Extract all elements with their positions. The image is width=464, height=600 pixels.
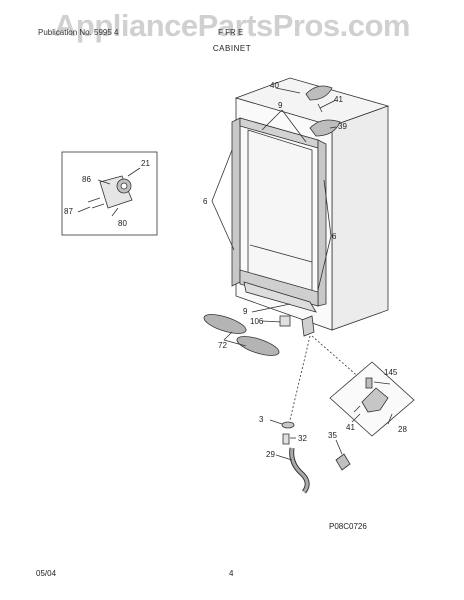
control-detail-inset (61, 151, 158, 236)
vent-grille-left (203, 314, 247, 334)
callout-35: 35 (328, 431, 337, 440)
right-breaker-strip (317, 139, 327, 307)
part-32-clip (282, 433, 290, 445)
section-title: CABINET (212, 44, 252, 53)
bottom-hinge (361, 387, 389, 413)
callout-40: 40 (270, 81, 279, 90)
top-hinge (309, 119, 341, 137)
callout-3: 3 (259, 415, 264, 424)
publication-number: Publication No. 5995 4 (38, 28, 119, 37)
footer-date: 05/04 (36, 569, 57, 578)
vent-grille-right (236, 336, 280, 356)
liner-inner (247, 129, 313, 297)
part-106-bracket (279, 315, 291, 327)
callout-29: 29 (266, 450, 275, 459)
watermark-text: AppliancePartsPros.com (54, 8, 410, 43)
callout-41-bottom: 41 (346, 423, 355, 432)
hinge-pin (365, 377, 373, 389)
callout-9-top: 9 (278, 101, 283, 110)
diagram-code: P08C0726 (329, 522, 367, 531)
callout-87: 87 (64, 207, 73, 216)
model-number: F FR E (218, 28, 244, 37)
callout-86: 86 (82, 175, 91, 184)
bottom-hinge-bracket (301, 315, 315, 337)
top-hinge-cover (305, 85, 333, 101)
callout-21: 21 (141, 159, 150, 168)
callout-72: 72 (218, 341, 227, 350)
callout-32: 32 (298, 434, 307, 443)
leveling-leg (281, 421, 295, 429)
drain-pan-35 (335, 453, 351, 471)
bottom-breaker-strip (239, 269, 319, 307)
cabinet-side (331, 105, 389, 331)
callout-28: 28 (398, 425, 407, 434)
left-breaker-strip (231, 117, 241, 287)
callout-80: 80 (118, 219, 127, 228)
callout-6-right: 6 (332, 232, 337, 241)
callout-41-top: 41 (334, 95, 343, 104)
bottom-frame (243, 281, 317, 313)
callout-6-left: 6 (203, 197, 208, 206)
page-number: 4 (229, 569, 234, 578)
callout-106: 106 (250, 317, 264, 326)
callout-9-bottom: 9 (243, 307, 248, 316)
callout-145: 145 (384, 368, 398, 377)
callout-39: 39 (338, 122, 347, 131)
